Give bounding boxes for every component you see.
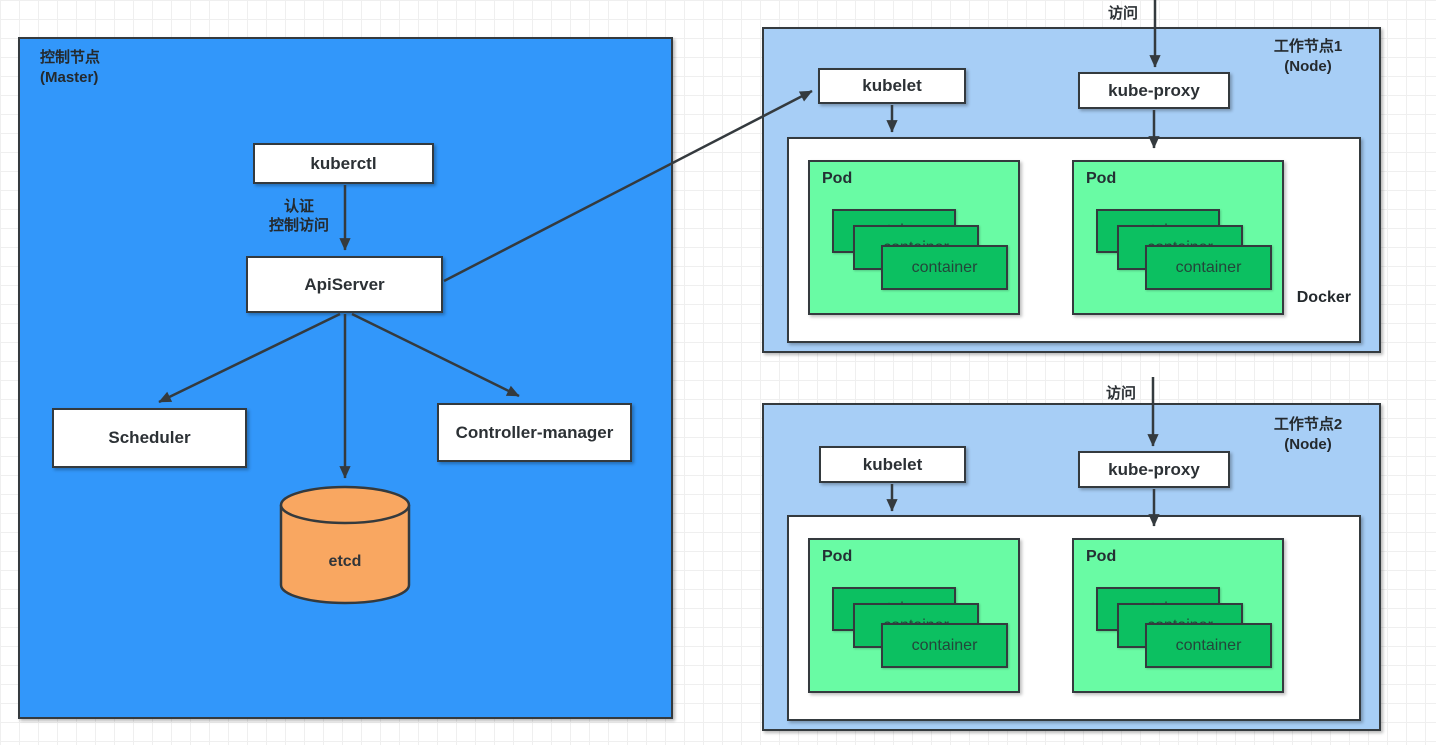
node1-pod1: Pod container container container [808,160,1020,315]
node2-kube-proxy-label: kube-proxy [1108,459,1200,479]
node1-docker-label: Docker [1296,289,1351,306]
etcd-label: etcd [328,553,362,570]
node2-pod2-label: Pod [1086,548,1117,565]
auth-label-line1: 认证 [283,198,314,215]
etcd-cylinder [279,485,411,605]
node2-pod1-label: Pod [822,548,853,565]
node2-visit-label: 访问 [1105,385,1136,402]
node1-pod1-label: Pod [822,170,853,187]
container-label: container [1175,636,1242,654]
node1-pod2-label: Pod [1086,170,1117,187]
node1-kube-proxy-box: kube-proxy [1078,72,1230,109]
node1-pod1-container3: container [881,245,1008,290]
node2-kubelet-box: kubelet [819,446,966,483]
node2-title-line2: (Node) [1284,436,1332,453]
node2-pod2: Pod container container container [1072,538,1284,693]
node2-pod1-container3: container [881,623,1008,668]
node2-title: 工作节点2 (Node) [1249,415,1367,455]
container-label: container [1175,258,1242,276]
auth-label-line2: 控制访问 [268,217,329,234]
controller-manager-box: Controller-manager [437,403,632,462]
kuberctl-label: kuberctl [310,153,377,173]
node1-title-line1: 工作节点1 [1273,38,1343,55]
apiserver-box: ApiServer [246,256,443,313]
node1-docker-box: Docker Pod container container container… [787,137,1361,343]
master-title: 控制节点 (Master) [40,48,100,88]
node2-runtime-box: Pod container container container Pod co… [787,515,1361,721]
node2-pod2-container3: container [1145,623,1272,668]
controller-manager-label: Controller-manager [455,422,614,442]
node1-visit-label: 访问 [1107,5,1138,22]
node1-title: 工作节点1 (Node) [1249,37,1367,77]
node1-kube-proxy-label: kube-proxy [1108,80,1200,100]
master-node-box: 控制节点 (Master) [18,37,673,719]
auth-label: 认证 控制访问 [250,197,348,235]
container-label: container [911,258,978,276]
master-title-line1: 控制节点 [40,49,101,66]
container-label: container [911,636,978,654]
kuberctl-box: kuberctl [253,143,434,184]
scheduler-box: Scheduler [52,408,247,468]
node1-pod2-container3: container [1145,245,1272,290]
node2-title-line1: 工作节点2 [1273,416,1343,433]
node2-kube-proxy-box: kube-proxy [1078,451,1230,488]
node1-kubelet-label: kubelet [862,76,922,95]
scheduler-label: Scheduler [108,428,191,447]
node1-title-line2: (Node) [1284,58,1332,75]
node2-pod1: Pod container container container [808,538,1020,693]
node2-kubelet-label: kubelet [862,454,923,474]
node1-kubelet-box: kubelet [818,68,966,104]
master-title-line2: (Master) [40,69,99,86]
apiserver-label: ApiServer [304,274,385,294]
node1-pod2: Pod container container container [1072,160,1284,315]
